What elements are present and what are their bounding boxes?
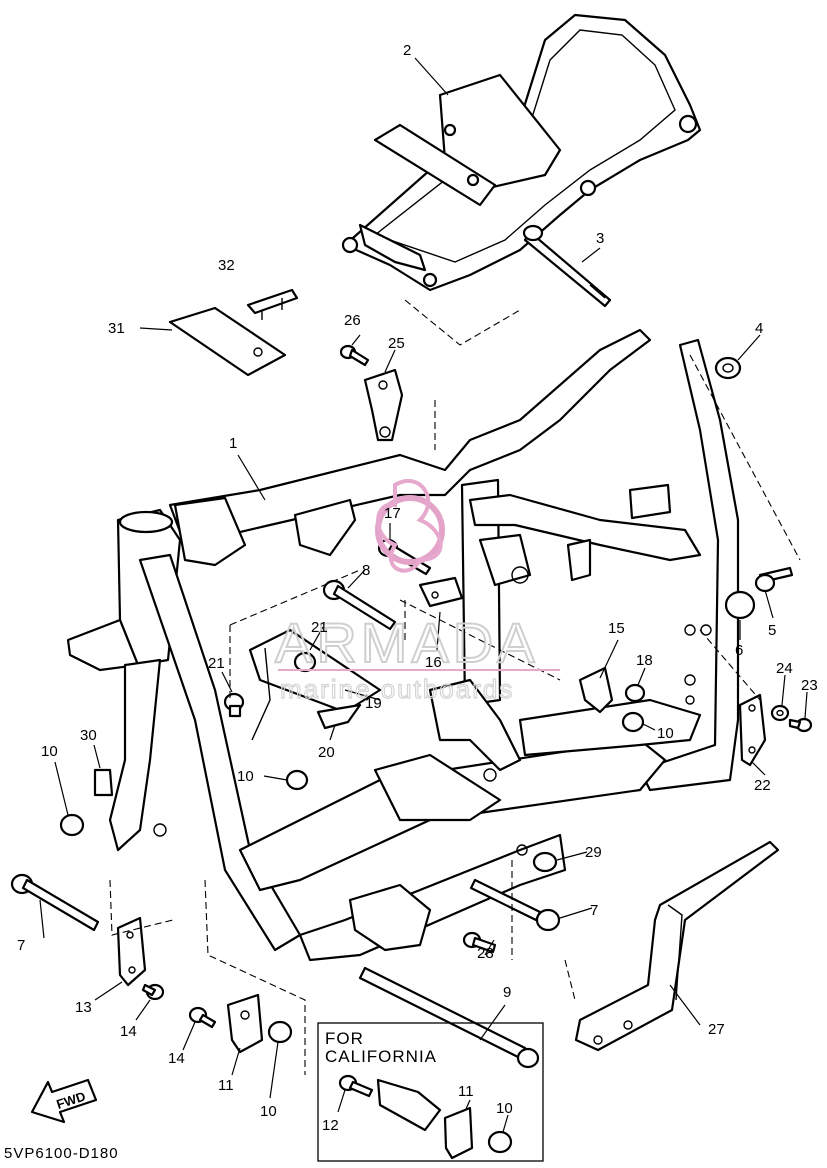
bolt-part-23: [788, 717, 813, 733]
callout-label: 2: [403, 42, 411, 59]
bracket-part-16: [418, 576, 464, 608]
bolt-part-8: [322, 579, 397, 631]
callout-label: 14: [168, 1050, 185, 1067]
callout-label: 5: [768, 622, 776, 639]
bolt-part-21-lower: [223, 692, 245, 718]
callout-label: 16: [425, 654, 442, 671]
callout-label: 28: [477, 945, 494, 962]
watermark: ARMADA marine outboards: [274, 478, 560, 705]
callout-label: 31: [108, 320, 125, 337]
callout-label: 7: [17, 937, 25, 954]
california-box: FOR CALIFORNIA: [317, 1022, 544, 1162]
assembly-lines: [109, 299, 801, 1075]
clip-part-32: [246, 288, 299, 320]
bolt-part-7-right: [469, 878, 561, 932]
bolt-part-5: [754, 566, 794, 593]
watermark-tagline: marine outboards: [280, 674, 514, 704]
bolt-part-14-lower: [188, 1006, 217, 1029]
bolt-part-7-left: [10, 873, 100, 932]
california-box-line2: CALIFORNIA: [325, 1047, 437, 1066]
california-box-line1: FOR: [325, 1029, 364, 1048]
bracket-part-27: [574, 840, 780, 1052]
nut-part-10-right: [621, 711, 645, 733]
callout-label: 10: [657, 725, 674, 742]
callout-label: 21: [311, 619, 328, 636]
nut-part-10-center: [285, 769, 309, 791]
grommet-part-30: [93, 768, 114, 797]
callout-label: 8: [362, 562, 370, 579]
bracket-part-13: [116, 916, 147, 987]
main-frame-part-1: [66, 328, 740, 962]
leader-lines: [39, 57, 808, 1133]
callout-label: 11: [218, 1077, 234, 1094]
nut-part-10-left: [59, 813, 85, 837]
callout-label: 19: [365, 695, 382, 712]
callout-label: 10: [41, 743, 58, 760]
callout-label: 30: [80, 727, 97, 744]
rear-frame-part-2: [341, 13, 702, 292]
washer-part-24: [770, 704, 790, 722]
bolt-part-26: [339, 344, 370, 367]
diagram-code: 5VP6100-D180: [4, 1145, 119, 1162]
cover-part-31: [168, 306, 287, 377]
callout-label: 21: [208, 655, 225, 672]
callout-label: 32: [218, 257, 235, 274]
watermark-brand: ARMADA: [275, 611, 539, 674]
plate-part-20: [316, 703, 362, 730]
callout-label: 24: [776, 660, 793, 677]
nut-part-18: [624, 683, 646, 703]
cap-part-29: [532, 851, 558, 873]
callout-label: 15: [608, 620, 625, 637]
cap-part-6: [724, 590, 756, 620]
bracket-part-15: [578, 666, 614, 714]
callout-label: 20: [318, 744, 335, 761]
callout-label: 25: [388, 335, 405, 352]
callout-label: 29: [585, 844, 602, 861]
callout-label: 4: [755, 320, 763, 337]
callout-label: 18: [636, 652, 653, 669]
callout-label: 27: [708, 1021, 725, 1038]
callout-label: 10: [237, 768, 254, 785]
callout-label: 9: [503, 984, 511, 1001]
bracket-part-25: [363, 368, 404, 442]
bracket-part-11-left: [226, 993, 264, 1054]
callout-label: 6: [735, 642, 743, 659]
callout-numbers: 2 3 4 5 6 31 32 1 26 25 17 8 15 16 18 21…: [17, 42, 818, 1134]
callout-label: 11: [458, 1083, 474, 1100]
callout-label: 17: [384, 505, 401, 522]
callout-label: 1: [229, 435, 237, 452]
bolt-part-3: [522, 224, 612, 308]
callout-label: 14: [120, 1023, 137, 1040]
fwd-arrow: FWD: [30, 1078, 98, 1124]
callout-label: 7: [590, 902, 598, 919]
callout-label: 26: [344, 312, 361, 329]
callout-label: 10: [496, 1100, 513, 1117]
callout-label: 12: [322, 1117, 339, 1134]
callout-label: 22: [754, 777, 771, 794]
callout-label: 3: [596, 230, 604, 247]
callout-label: 13: [75, 999, 92, 1016]
nut-part-4: [714, 356, 742, 380]
callout-label: 23: [801, 677, 818, 694]
nut-part-10-lower-left: [267, 1020, 293, 1044]
bracket-part-22: [738, 693, 767, 767]
bolt-part-14-upper: [141, 983, 165, 1001]
callout-label: 10: [260, 1103, 277, 1120]
